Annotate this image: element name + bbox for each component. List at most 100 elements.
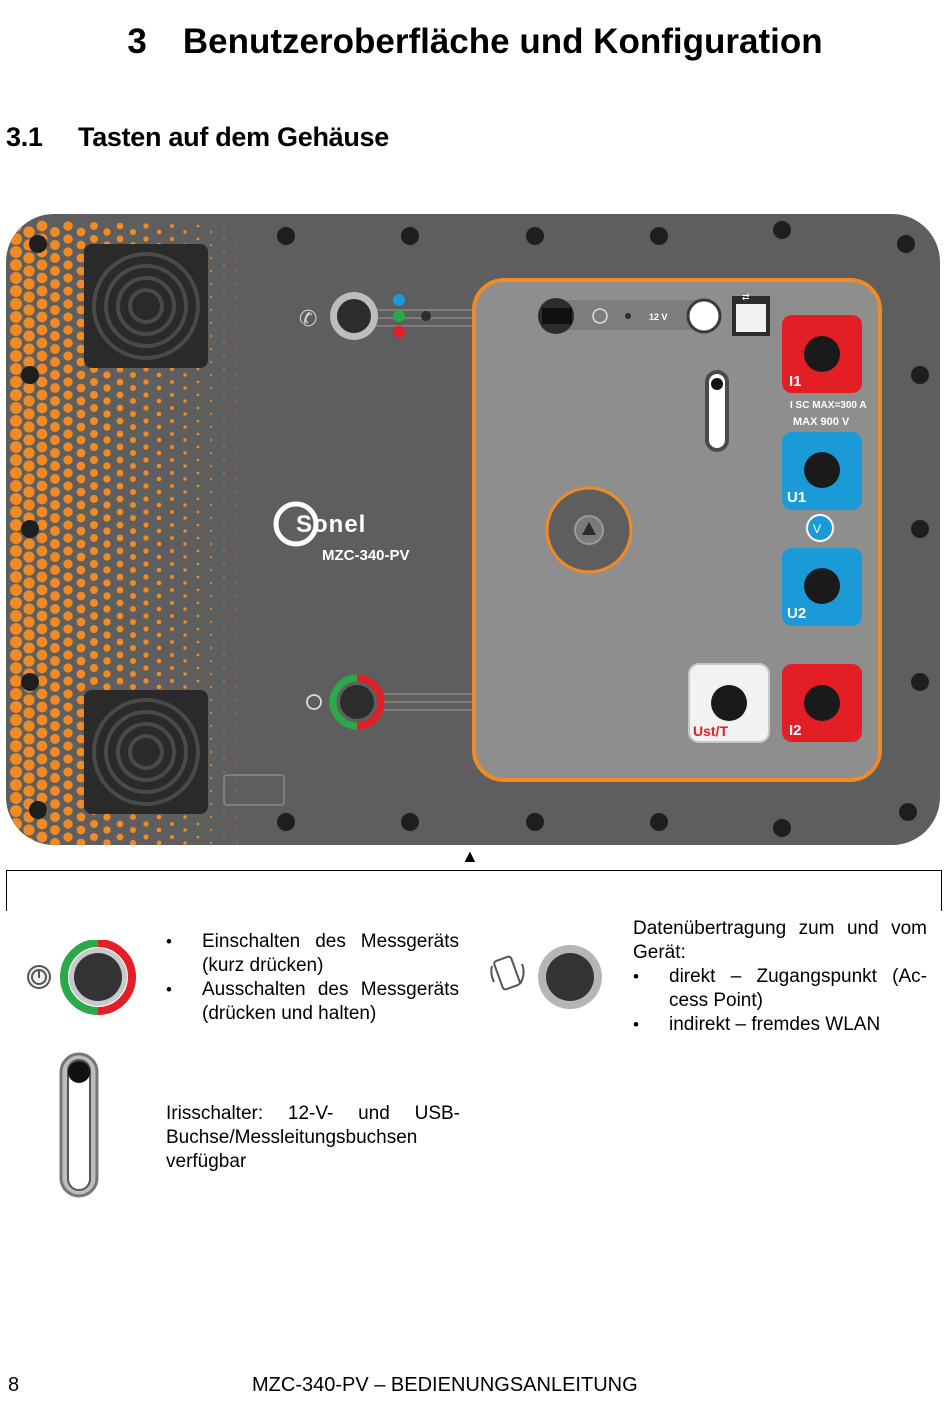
pattern-dot <box>10 428 22 440</box>
pattern-dot <box>209 698 213 702</box>
pattern-dot <box>23 356 35 368</box>
pattern-dot <box>169 600 175 606</box>
pattern-dot <box>196 523 200 527</box>
pattern-dot <box>76 539 86 549</box>
footer-title: MZC-340-PV – BEDIENUNGSANLEITUNG <box>252 1374 638 1396</box>
pattern-dot <box>36 428 48 440</box>
pattern-dot <box>223 654 225 656</box>
pattern-dot <box>156 684 162 690</box>
pattern-dot <box>76 721 86 731</box>
pattern-dot <box>223 433 225 435</box>
pattern-dot <box>236 374 238 376</box>
pattern-dot <box>23 759 35 771</box>
wifi-button-description: Datenübertragung zum und vom Gerät: dire… <box>633 917 927 1037</box>
pattern-dot <box>183 451 187 455</box>
pattern-dot <box>10 805 22 817</box>
pattern-dot <box>129 566 137 574</box>
pattern-dot <box>103 553 111 561</box>
pattern-dot <box>36 376 48 388</box>
pattern-dot <box>63 351 73 361</box>
pattern-dot <box>76 773 86 783</box>
pattern-dot <box>36 220 48 232</box>
pattern-dot <box>143 548 149 554</box>
pattern-dot <box>63 338 73 348</box>
pattern-dot <box>236 725 238 727</box>
pattern-dot <box>223 511 225 513</box>
pattern-dot <box>76 383 86 393</box>
pattern-dot <box>103 475 111 483</box>
pattern-dot <box>10 701 22 713</box>
pattern-dot <box>209 334 213 338</box>
pattern-dot <box>49 616 61 628</box>
pattern-dot <box>49 525 61 537</box>
pattern-dot <box>103 527 111 535</box>
pattern-dot <box>36 571 48 583</box>
housing-screw <box>526 227 544 245</box>
pattern-dot <box>63 741 73 751</box>
pattern-dot <box>209 347 213 351</box>
pattern-dot <box>196 510 200 514</box>
pattern-dot <box>76 279 86 289</box>
pattern-dot <box>76 708 86 718</box>
pattern-dot <box>223 602 225 604</box>
pattern-dot <box>36 285 48 297</box>
pattern-dot <box>169 418 175 424</box>
pattern-dot <box>63 390 73 400</box>
pattern-dot <box>223 641 225 643</box>
terminal-ust: Ust/T <box>688 663 770 743</box>
pattern-dot <box>129 462 137 470</box>
pattern-dot <box>49 434 61 446</box>
housing-screw <box>773 221 791 239</box>
pattern-dot <box>143 574 149 580</box>
pattern-dot <box>10 779 22 791</box>
pattern-dot <box>103 228 111 236</box>
pattern-dot <box>10 467 22 479</box>
pattern-dot <box>196 367 200 371</box>
pattern-dot <box>89 403 99 413</box>
pattern-dot <box>76 396 86 406</box>
pattern-dot <box>129 228 137 236</box>
pattern-dot <box>49 265 61 277</box>
pattern-dot <box>143 652 149 658</box>
pattern-dot <box>23 642 35 654</box>
pattern-dot <box>76 513 86 523</box>
power-button-description: Einschalten des Messgeräts (kurz drücken… <box>166 930 459 1026</box>
pattern-dot <box>23 785 35 797</box>
pattern-dot <box>169 496 175 502</box>
pattern-dot <box>129 423 137 431</box>
housing-screw <box>526 813 544 831</box>
pattern-dot <box>63 806 73 816</box>
pattern-dot <box>63 585 73 595</box>
pattern-dot <box>156 489 162 495</box>
wifi-bullet-direct: direkt – Zugangspunkt (Ac-cess Point) <box>633 965 927 1013</box>
pattern-dot <box>49 499 61 511</box>
pattern-dot <box>156 814 162 820</box>
pattern-dot <box>196 575 200 579</box>
pattern-dot <box>223 693 225 695</box>
pattern-dot <box>36 324 48 336</box>
housing-screw <box>911 520 929 538</box>
housing-screw <box>21 520 39 538</box>
pattern-dot <box>223 589 225 591</box>
pattern-dot <box>63 663 73 673</box>
pattern-dot <box>169 652 175 658</box>
pattern-dot <box>129 644 137 652</box>
pattern-dot <box>89 221 99 231</box>
pattern-dot <box>209 841 213 845</box>
fan-top <box>84 244 208 368</box>
pattern-dot <box>196 432 200 436</box>
terminal-i1-label: I1 <box>789 373 802 390</box>
callout-bracket <box>6 870 942 911</box>
pattern-dot <box>36 272 48 284</box>
pattern-dot <box>49 759 61 771</box>
pattern-dot <box>63 650 73 660</box>
pattern-dot <box>236 270 238 272</box>
pattern-dot <box>223 381 225 383</box>
pattern-dot <box>23 603 35 615</box>
pattern-dot <box>23 434 35 446</box>
pattern-dot <box>236 634 238 636</box>
pattern-dot <box>23 252 35 264</box>
pattern-dot <box>116 534 124 542</box>
pattern-dot <box>236 751 238 753</box>
housing-screw <box>29 801 47 819</box>
